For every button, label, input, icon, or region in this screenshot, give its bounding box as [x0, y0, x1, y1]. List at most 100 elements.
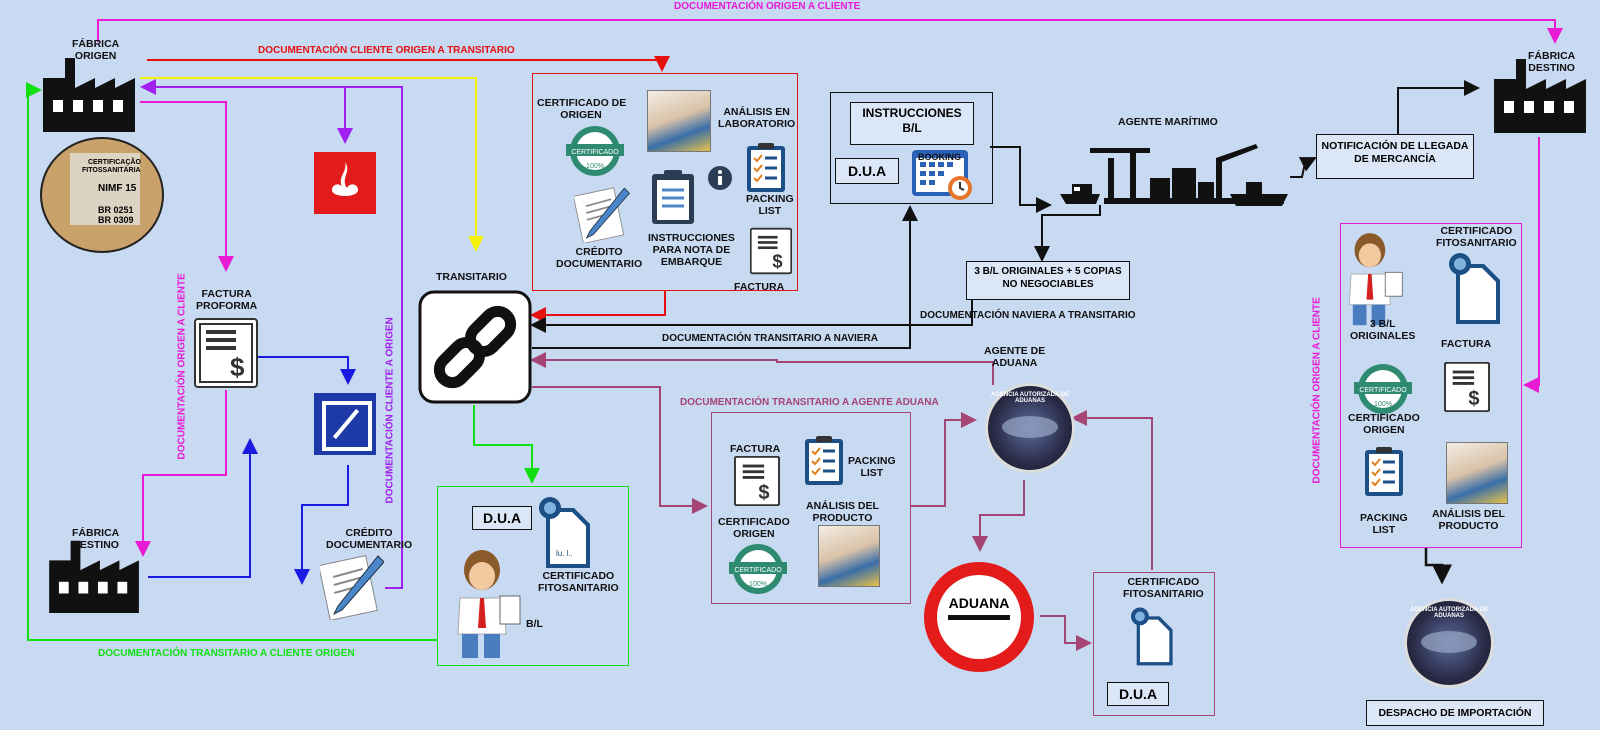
invoice-icon: $: [194, 318, 258, 388]
arrow-cert-agente: [1071, 410, 1153, 570]
instrucciones-box: [830, 92, 993, 204]
label-cert-origen: CERTIFICADO DE ORIGEN: [537, 97, 627, 121]
certificate-doc-icon: [1449, 253, 1500, 324]
arrow-instr-maritimo: [990, 146, 1052, 213]
label-factura-aduana: FACTURA: [730, 443, 781, 455]
dua-label-green: D.U.A: [472, 506, 532, 530]
arrow-agente-aduana: [972, 480, 1025, 552]
arrow-proforma-destino: [135, 390, 227, 557]
label-credito-docs: CRÉDITO DOCUMENTARIO: [556, 246, 643, 270]
stamp-line-5: BR 0309: [98, 215, 134, 225]
flow-label-naviera-transitario: DOCUMENTACIÓN NAVIERA A TRANSITARIO: [920, 310, 1136, 321]
badge-percent: 100%: [749, 581, 767, 588]
certificate-badge-icon: CERTIFICADO 100%: [1354, 364, 1412, 414]
lab-photo: [1446, 442, 1508, 504]
port-ship-icon: [1060, 144, 1288, 206]
label-fabrica-destino-left: FÁBRICA DESTINO: [72, 527, 120, 551]
invoice-icon: $: [734, 456, 780, 506]
businessman-icon: [1348, 233, 1403, 326]
lab-photo: [647, 90, 711, 152]
label-bl-green: B/L: [526, 618, 543, 630]
stamp-line-2: FITOSSANITÁRIA: [82, 167, 141, 174]
factory-icon: [1494, 59, 1586, 133]
label-factura-proforma: FACTURA PROFORMA: [196, 288, 258, 312]
arrow-aduana-transitario: [530, 352, 994, 385]
flow-label-origen-cliente-right: DOCUMENTACIÓN ORIGEN A CLIENTE: [1311, 297, 1323, 484]
flow-label-origen-cliente: DOCUMENTACIÓN ORIGEN A CLIENTE: [674, 1, 861, 12]
clipboard-checklist-icon: [747, 143, 785, 192]
customs-agency-seal: AGENCIA AUTORIZADA DE ADUANAS: [1404, 598, 1494, 688]
customs-agency-seal: AGENCIA AUTORIZADA DE ADUANAS: [985, 383, 1075, 473]
dua-label-cert: D.U.A: [1107, 682, 1169, 706]
arrow-docs-agente: [910, 412, 977, 507]
arrow-aduana-cert: [1040, 615, 1092, 651]
label-cert-origen-aduana: CERTIFICADO ORIGEN: [718, 516, 790, 540]
label-transitario: TRANSITARIO: [436, 271, 507, 283]
flow-label-cliente-origen: DOCUMENTACIÓN CLIENTE A ORIGEN: [384, 317, 396, 504]
label-agente-aduana: AGENTE DE ADUANA: [984, 345, 1046, 369]
label-factura-docs: FACTURA: [734, 281, 785, 293]
certificate-doc-icon: lu. l..: [539, 497, 590, 568]
invoice-icon: $: [1444, 362, 1490, 412]
label-agente-maritimo: AGENTE MARÍTIMO: [1118, 116, 1218, 128]
arrow-transitario-cliente-origen: [26, 82, 437, 641]
certificate-doc-icon: [1130, 607, 1173, 666]
pen-document-icon: [320, 555, 384, 620]
aduana-docs-box: [711, 412, 911, 604]
destino-docs-box: [1340, 223, 1522, 548]
flow-label-origen-cliente-left: DOCUMENTACIÓN ORIGEN A CLIENTE: [176, 273, 188, 460]
clipboard-checklist-icon: [805, 436, 843, 485]
label-analisis-aduana: ANÁLISIS DEL PRODUCTO: [806, 500, 879, 524]
factory-icon: [43, 58, 135, 132]
flow-label-transitario-naviera: DOCUMENTACIÓN TRANSITARIO A NAVIERA: [662, 333, 878, 344]
arrow-notificacion-destino: [1397, 80, 1480, 135]
arrow-docs-transitario: [530, 290, 666, 323]
arrow-maritimo-bl: [1034, 205, 1101, 262]
agency-seal-text: AGENCIA AUTORIZADA DE ADUANAS: [990, 392, 1070, 404]
label-bl-originales-right: 3 B/L ORIGINALES: [1350, 318, 1416, 342]
deutsche-bank-logo: [314, 393, 376, 455]
dua-label-instr: D.U.A: [835, 158, 899, 184]
arrow-destino-bank: [148, 438, 258, 578]
notificacion-llegada-box: NOTIFICACIÓN DE LLEGADA DE MERCANCÍA: [1316, 134, 1474, 179]
bank-logo: [314, 152, 376, 214]
badge-label: CERTIFICADO: [734, 567, 782, 574]
arrow-maritimo-notificacion: [1290, 157, 1317, 178]
label-packing-right: PACKING LIST: [1360, 512, 1408, 536]
flow-label-transitario-aduana: DOCUMENTACIÓN TRANSITARIO A AGENTE ADUAN…: [680, 397, 939, 408]
certificate-badge-icon: CERTIFICADO 100%: [566, 126, 624, 176]
label-cert-origen-right: CERTIFICADO ORIGEN: [1348, 412, 1420, 436]
svg-text:$: $: [772, 250, 782, 271]
stop-sign-icon: ADUANA: [924, 562, 1034, 672]
invoice-icon: $: [750, 227, 792, 275]
label-packing-list: PACKING LIST: [746, 193, 794, 217]
arrow-bl-transitario: [530, 300, 973, 333]
svg-text:$: $: [758, 482, 769, 504]
certification-stamp: CERTIFICAÇÃO FITOSSANITÁRIA NIMF 15 BR 0…: [40, 137, 164, 253]
arrow-origen-transitario-yellow: [140, 77, 484, 252]
label-analisis-right: ANÁLISIS DEL PRODUCTO: [1432, 508, 1505, 532]
flow-label-transitario-cliente: DOCUMENTACIÓN TRANSITARIO A CLIENTE ORIG…: [98, 648, 355, 659]
svg-text:$: $: [230, 352, 245, 382]
label-fabrica-origen: FÁBRICA ORIGEN: [72, 38, 120, 62]
pen-document-icon: [574, 187, 630, 243]
label-credito-documentario: CRÉDITO DOCUMENTARIO: [326, 527, 413, 551]
stamp-line-4: BR 0251: [98, 205, 134, 215]
businessman-icon: [457, 550, 521, 658]
lab-photo: [818, 525, 880, 587]
booking-label: BOOKING: [918, 152, 962, 162]
arrow-transitario-naviera: [532, 205, 918, 349]
stamp-line-1: CERTIFICAÇÃO: [88, 159, 141, 166]
label-analisis-laboratorio: ANÁLISIS EN LABORATORIO: [718, 106, 796, 130]
docs-origen-box: [532, 73, 798, 291]
badge-label: CERTIFICADO: [571, 149, 619, 156]
arrow-proforma-bank: [257, 356, 356, 385]
label-cert-fito-right: CERTIFICADO FITOSANITARIO: [1436, 225, 1517, 249]
badge-percent: 100%: [1374, 401, 1392, 408]
chain-link-icon: [418, 290, 532, 404]
label-fabrica-destino-right: FÁBRICA DESTINO: [1528, 50, 1576, 74]
badge-label: CERTIFICADO: [1359, 387, 1407, 394]
clipboard-info-icon: [652, 166, 732, 224]
